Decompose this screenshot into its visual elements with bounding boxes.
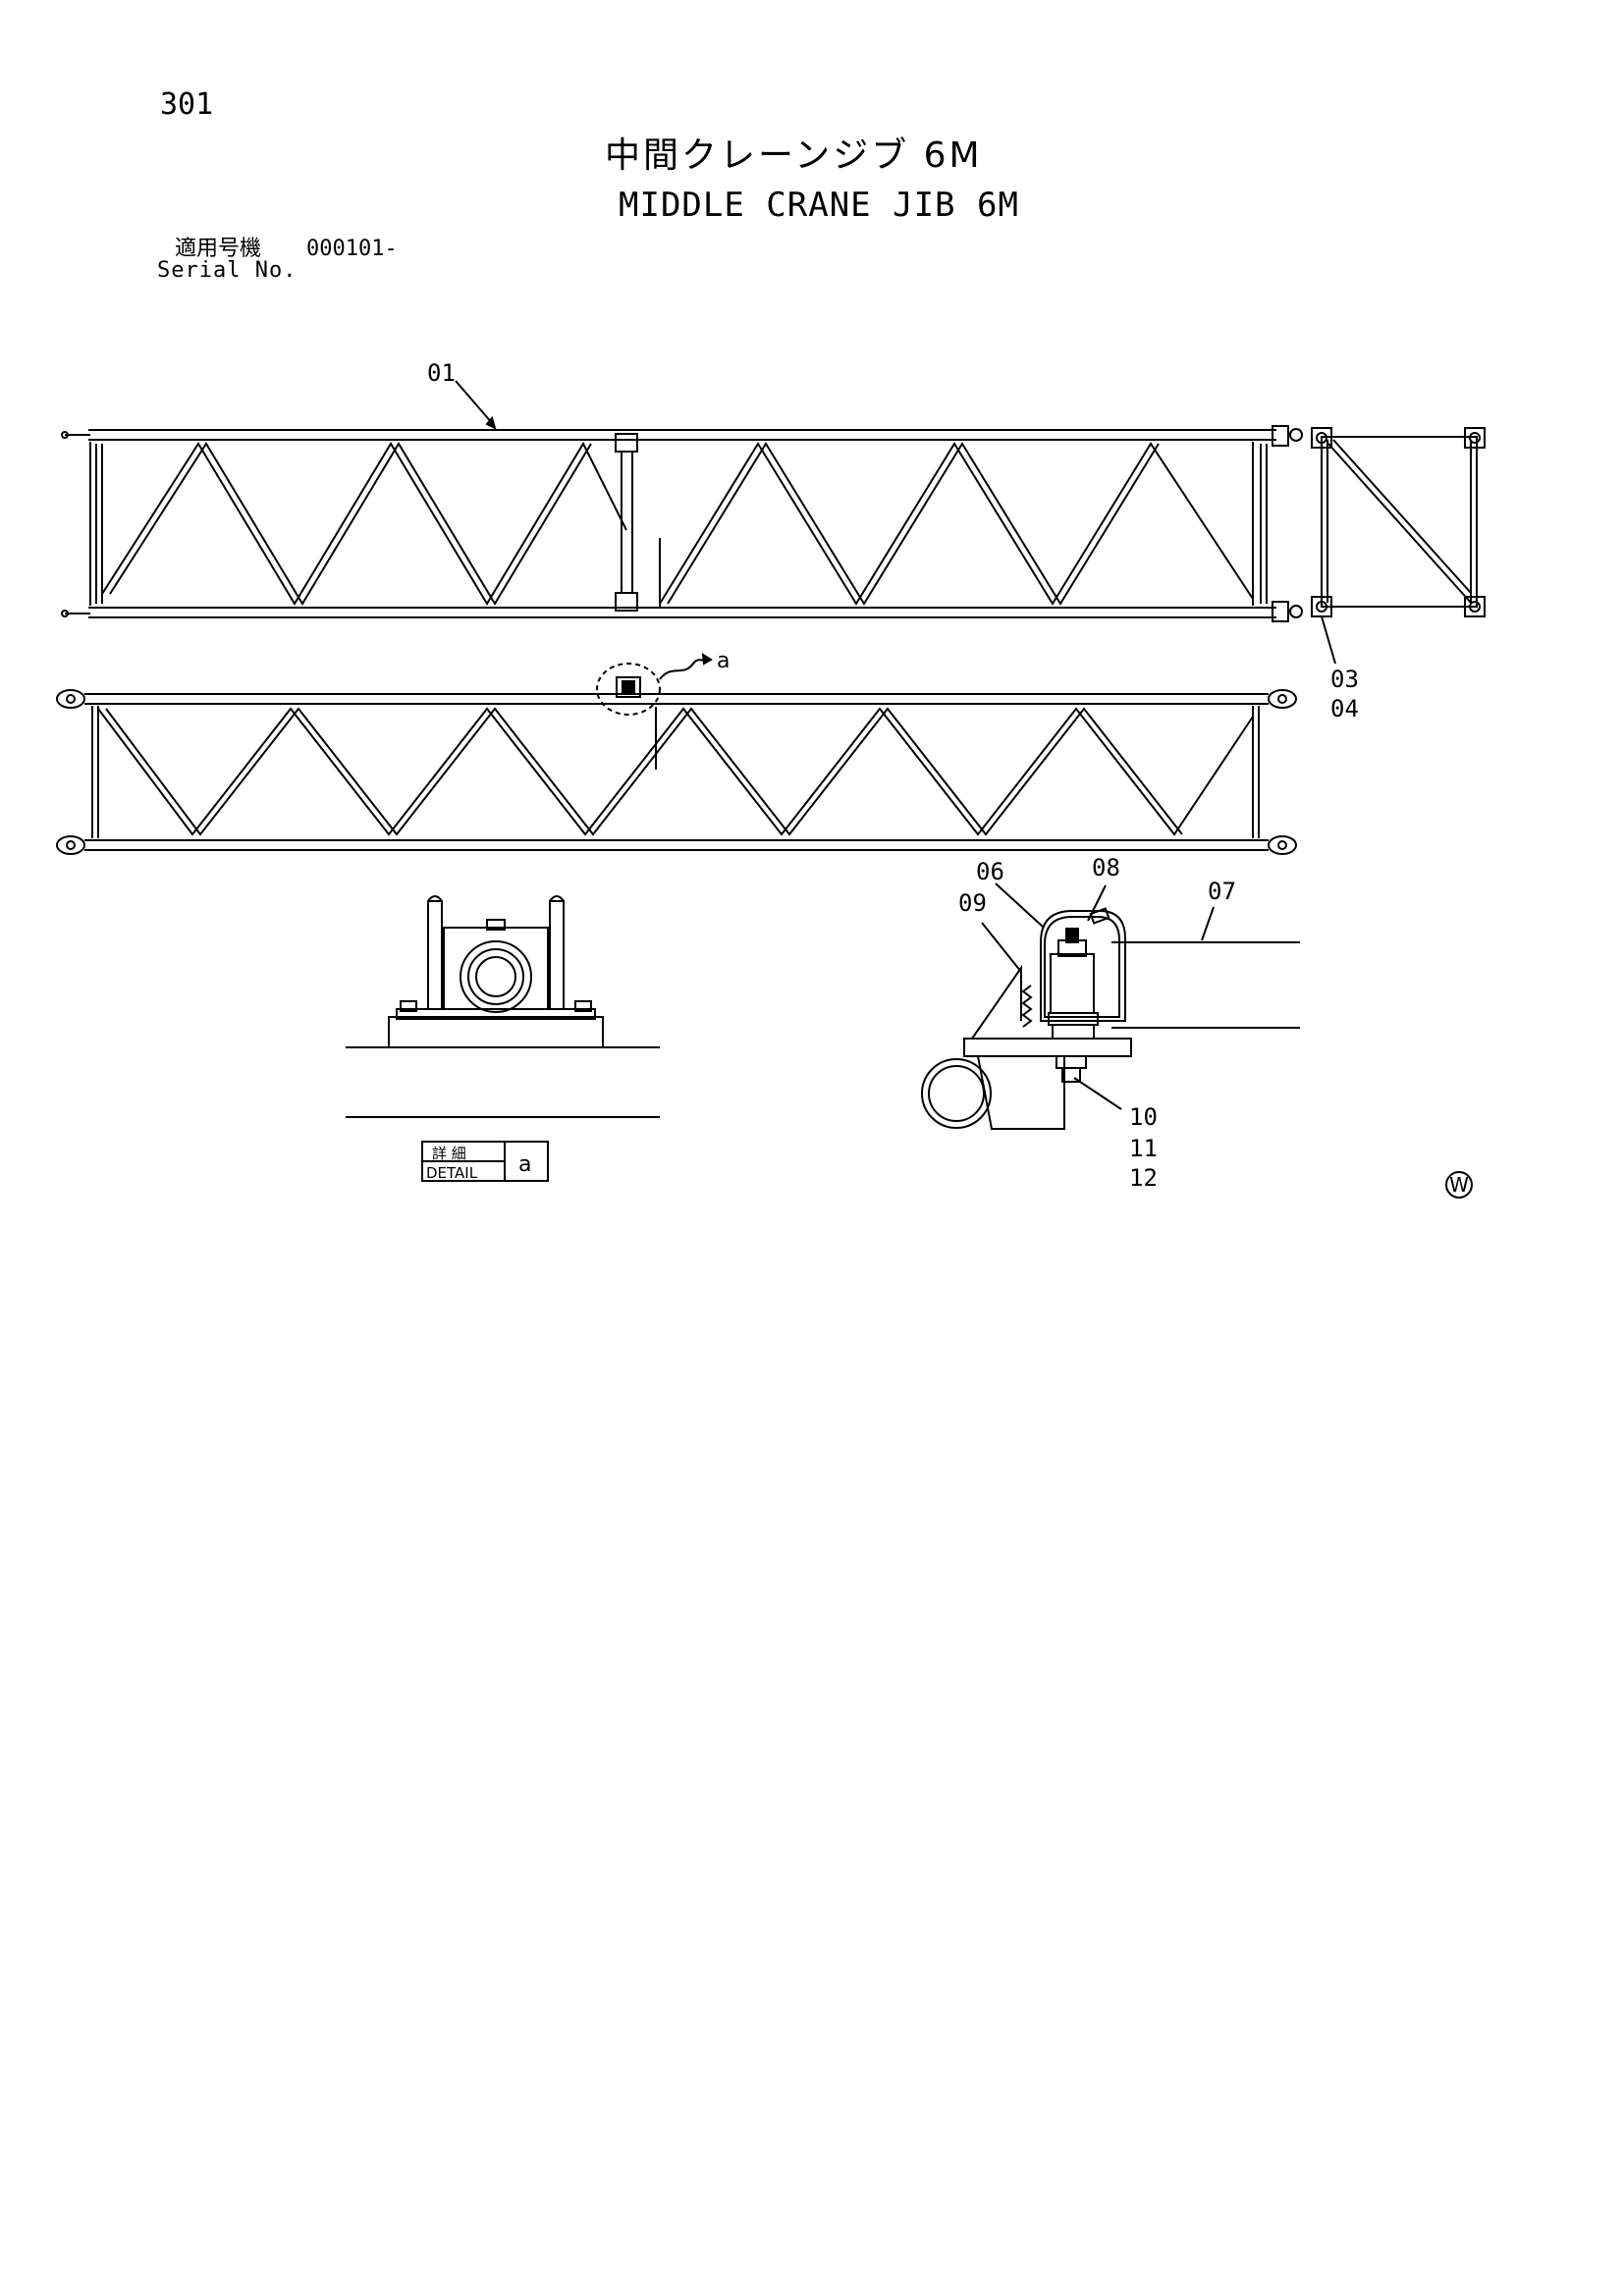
jib-end-view xyxy=(1311,427,1486,617)
callout-12: 12 xyxy=(1129,1164,1158,1192)
circled-w-mark: W xyxy=(1445,1171,1473,1199)
connection-detail-drawing xyxy=(921,907,1300,1130)
detail-label-letter: a xyxy=(518,1152,531,1177)
callout-10: 10 xyxy=(1129,1103,1158,1131)
detail-label-english: DETAIL xyxy=(426,1164,478,1182)
callout-04: 04 xyxy=(1330,695,1359,722)
detail-label-japanese: 詳 細 xyxy=(432,1145,466,1162)
detail-reference-a: a xyxy=(717,649,730,673)
callout-01: 01 xyxy=(427,359,456,387)
title-english: MIDDLE CRANE JIB 6M xyxy=(619,186,1019,225)
serial-number-value: 000101- xyxy=(306,237,398,261)
circled-w-letter: W xyxy=(1449,1173,1469,1197)
callout-leaders xyxy=(455,380,1336,1110)
detail-a-drawing xyxy=(346,895,660,1118)
callout-11: 11 xyxy=(1129,1135,1158,1162)
title-japanese: 中間クレーンジブ 6M xyxy=(605,135,983,176)
page-number: 301 xyxy=(160,87,214,122)
callout-09: 09 xyxy=(958,889,987,917)
serial-label-english: Serial No. xyxy=(157,258,298,283)
callout-03: 03 xyxy=(1330,666,1359,693)
serial-label-japanese: 適用号機 xyxy=(175,237,262,261)
jib-side-view xyxy=(56,653,1297,855)
jib-top-view xyxy=(61,425,1303,622)
callout-06: 06 xyxy=(976,858,1004,885)
callout-07: 07 xyxy=(1208,878,1236,905)
detail-label-box xyxy=(421,1141,549,1182)
callout-08: 08 xyxy=(1092,854,1120,881)
